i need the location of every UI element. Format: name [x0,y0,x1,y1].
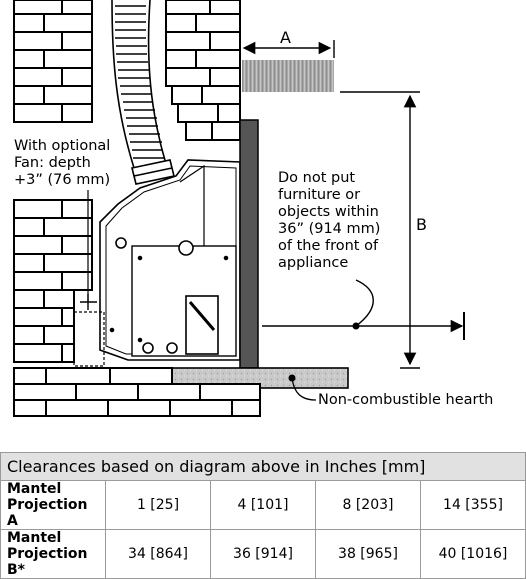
dimension-a-label: A [280,28,291,47]
mantel [242,60,334,92]
fan-note: With optional Fan: depth +3” (76 mm) [14,138,110,189]
table-cell: 8 [203] [315,480,421,530]
furniture-note-line: 36” (914 mm) [278,221,381,237]
table-cell: 36 [914] [210,529,316,579]
fireplace-appliance [99,159,241,361]
table-cell: 14 [355] [420,480,526,530]
dimension-b-label: B [416,215,427,234]
right-brick-chimney [165,0,241,141]
furniture-note: Do not put furniture or objects within 3… [278,170,380,272]
table-caption: Clearances based on diagram above in Inc… [0,452,526,481]
fan-note-line: Fan: depth [14,155,91,171]
front-wall-panel [239,119,259,369]
table-cell: 4 [101] [210,480,316,530]
table-row: Mantel Projection A 1 [25] 4 [101] 8 [20… [0,480,526,530]
dimension-b [340,91,420,369]
floor-bricks [13,367,261,417]
table-caption-row: Clearances based on diagram above in Inc… [0,452,526,481]
furniture-note-line: furniture or [278,187,361,203]
furniture-note-line: Do not put [278,170,356,186]
left-brick-wall-upper [13,0,93,123]
table-cell: 34 [864] [105,529,211,579]
optional-fan-outline [73,190,105,367]
table-cell: 40 [1016] [420,529,526,579]
fireplace-clearance-diagram: A B [13,0,465,417]
furniture-note-line: appliance [278,255,349,271]
hearth-label: Non-combustible hearth [318,392,494,408]
left-brick-wall-lower [13,199,93,363]
table-cell: 1 [25] [105,480,211,530]
clearances-table: Clearances based on diagram above in Inc… [0,452,526,579]
hearth-leader-dot [288,374,296,382]
dimension-a [239,40,335,60]
furniture-note-line: objects within [278,204,379,220]
furniture-note-line: of the front of [278,238,379,254]
fan-note-line: +3” (76 mm) [14,172,111,188]
table-cell: 38 [965] [315,529,421,579]
flex-vent-pipe [111,0,167,169]
row-label: Mantel Projection B* [0,529,106,579]
row-label: Mantel Projection A [0,480,106,530]
front-clearance-arrow [262,279,465,340]
fan-note-line: With optional [14,138,111,154]
front-clearance-dot [352,322,360,330]
table-row: Mantel Projection B* 34 [864] 36 [914] 3… [0,529,526,579]
